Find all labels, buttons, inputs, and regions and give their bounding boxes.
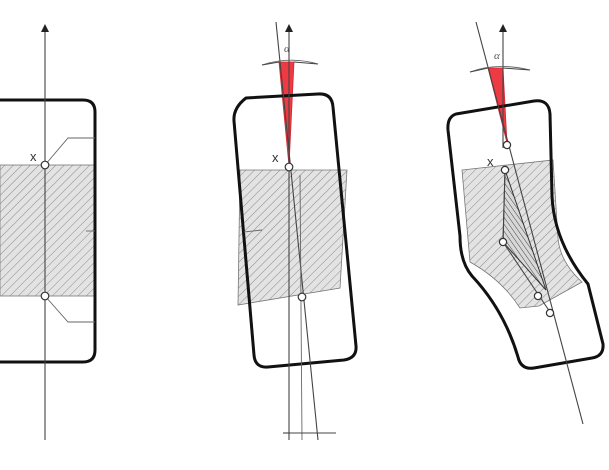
angle-tick-right [502,67,531,71]
shear-zone-hatched [237,169,348,306]
node-lower [40,291,50,301]
angle-label: α [284,43,290,55]
mid-tick [243,229,263,233]
node-lower [297,292,307,302]
point-marker-label: x [272,150,279,165]
node-upper [500,165,510,175]
panel-bent-block: α x [446,21,605,425]
angle-tick-right [293,61,319,65]
point-marker-label: x [487,154,494,169]
deformed-centerline-lower [502,241,551,313]
node-top [502,140,512,150]
panel-upright-block: x [0,24,97,440]
leader-line-top [44,137,95,166]
panel-tilted-block: α x [232,21,358,441]
block-outline [446,99,605,370]
tilted-axis [475,21,584,425]
node-bottom [545,308,555,318]
point-marker-label: x [30,149,37,164]
node-middle [498,237,508,247]
leader-line-bottom [44,295,95,323]
node-upper [284,162,294,172]
angle-label: α [494,50,500,62]
node-lower [533,291,543,301]
angle-tick-left [469,67,489,73]
node-upper [40,160,50,170]
reference-line [299,174,303,441]
shear-zone-hatched [0,164,96,297]
tilted-axis [275,21,319,441]
block-outline [232,92,358,369]
deformed-centerline [502,169,506,243]
angle-tick-left [261,61,280,66]
